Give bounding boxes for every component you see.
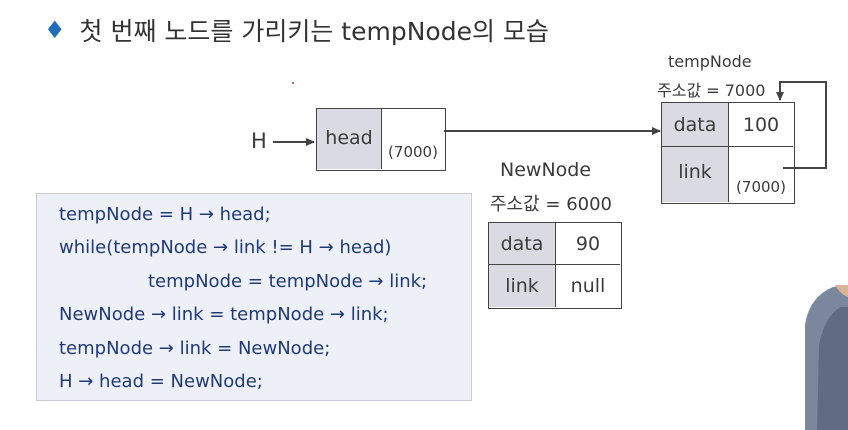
newnode-name: NewNode bbox=[500, 159, 591, 181]
newnode-link-label: link bbox=[489, 265, 556, 307]
code-line-3: tempNode = tempNode → link; bbox=[148, 271, 427, 292]
head-field: head bbox=[317, 109, 382, 169]
head-node: head (7000) bbox=[316, 108, 446, 171]
h-pointer-label: H bbox=[251, 129, 267, 153]
new-node: data 90 link null bbox=[488, 222, 622, 309]
code-line-4: NewNode → link = tempNode → link; bbox=[59, 304, 389, 325]
newnode-data-value: 90 bbox=[556, 223, 620, 265]
code-line-6: H → head = NewNode; bbox=[59, 371, 263, 392]
head-value: (7000) bbox=[382, 109, 444, 169]
tempnode-data-value: 100 bbox=[729, 103, 793, 147]
newnode-address: 주소값 = 6000 bbox=[490, 190, 612, 216]
newnode-link-value: null bbox=[556, 265, 620, 307]
presenter-image bbox=[775, 285, 848, 430]
tempnode-link-label: link bbox=[662, 147, 729, 202]
code-line-1: tempNode = H → head; bbox=[59, 204, 271, 225]
code-panel: tempNode = H → head; while(tempNode → li… bbox=[36, 193, 472, 401]
code-line-2: while(tempNode → link != H → head) bbox=[59, 237, 391, 258]
newnode-data-label: data bbox=[489, 223, 556, 265]
tempnode-name: tempNode bbox=[668, 52, 752, 71]
tempnode-address: 주소값 = 7000 bbox=[657, 77, 765, 101]
code-line-5: tempNode → link = NewNode; bbox=[59, 338, 330, 359]
tempnode-data-label: data bbox=[662, 103, 729, 147]
tempnode-link-value: (7000) bbox=[729, 147, 793, 202]
temp-node: data 100 link (7000) bbox=[661, 102, 795, 204]
